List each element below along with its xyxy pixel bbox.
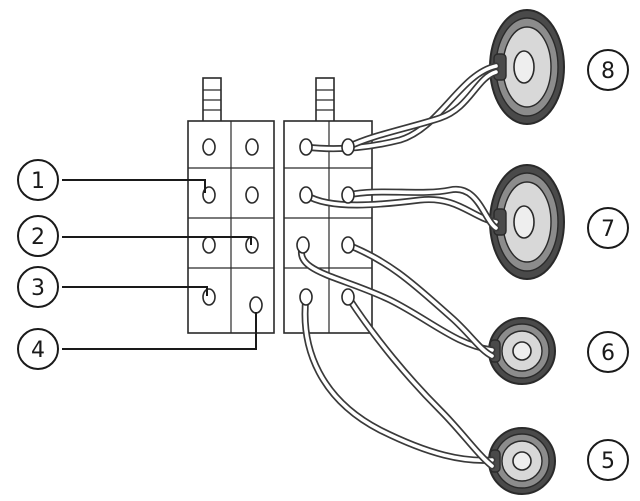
callout-3: 3 bbox=[17, 266, 59, 308]
terminal bbox=[341, 138, 355, 156]
speaker-large-bottom bbox=[489, 164, 565, 280]
callout-6-label: 6 bbox=[601, 341, 615, 366]
leader-lines bbox=[62, 179, 257, 350]
terminal bbox=[299, 288, 313, 306]
callout-7: 7 bbox=[587, 207, 629, 249]
left-connector-block bbox=[187, 77, 275, 334]
leader-line-3 bbox=[62, 286, 208, 296]
callout-1-label: 1 bbox=[31, 169, 45, 194]
callout-4-label: 4 bbox=[31, 338, 45, 363]
callout-4: 4 bbox=[17, 328, 59, 370]
terminal bbox=[299, 186, 313, 204]
terminal bbox=[341, 288, 355, 306]
callout-1: 1 bbox=[17, 159, 59, 201]
callout-2: 2 bbox=[17, 215, 59, 257]
terminal bbox=[299, 138, 313, 156]
terminal bbox=[245, 186, 259, 204]
callout-8-label: 8 bbox=[601, 59, 615, 84]
terminal bbox=[341, 236, 355, 254]
right-connector-block bbox=[283, 77, 373, 334]
terminal bbox=[249, 296, 263, 314]
terminal bbox=[245, 138, 259, 156]
callout-5: 5 bbox=[587, 439, 629, 481]
leader-line-2 bbox=[62, 236, 252, 245]
callout-5-label: 5 bbox=[601, 449, 615, 474]
leader-line-4 bbox=[62, 312, 257, 350]
terminal bbox=[202, 288, 216, 306]
terminal bbox=[296, 236, 310, 254]
callout-7-label: 7 bbox=[601, 217, 615, 242]
right-block-terminals bbox=[296, 138, 355, 306]
terminal bbox=[202, 138, 216, 156]
speaker-small-bottom bbox=[488, 427, 556, 495]
speaker-large-top bbox=[489, 9, 565, 125]
left-connector-plug bbox=[202, 77, 222, 123]
speaker-small-top bbox=[488, 317, 556, 385]
terminal bbox=[341, 186, 355, 204]
callout-2-label: 2 bbox=[31, 225, 45, 250]
leader-line-1 bbox=[62, 179, 206, 193]
callout-6: 6 bbox=[587, 331, 629, 373]
terminal bbox=[202, 236, 216, 254]
callout-8: 8 bbox=[587, 49, 629, 91]
speaker-wires bbox=[297, 62, 500, 470]
right-connector-plug bbox=[315, 77, 335, 123]
right-connector-panel bbox=[283, 120, 373, 334]
callout-3-label: 3 bbox=[31, 276, 45, 301]
